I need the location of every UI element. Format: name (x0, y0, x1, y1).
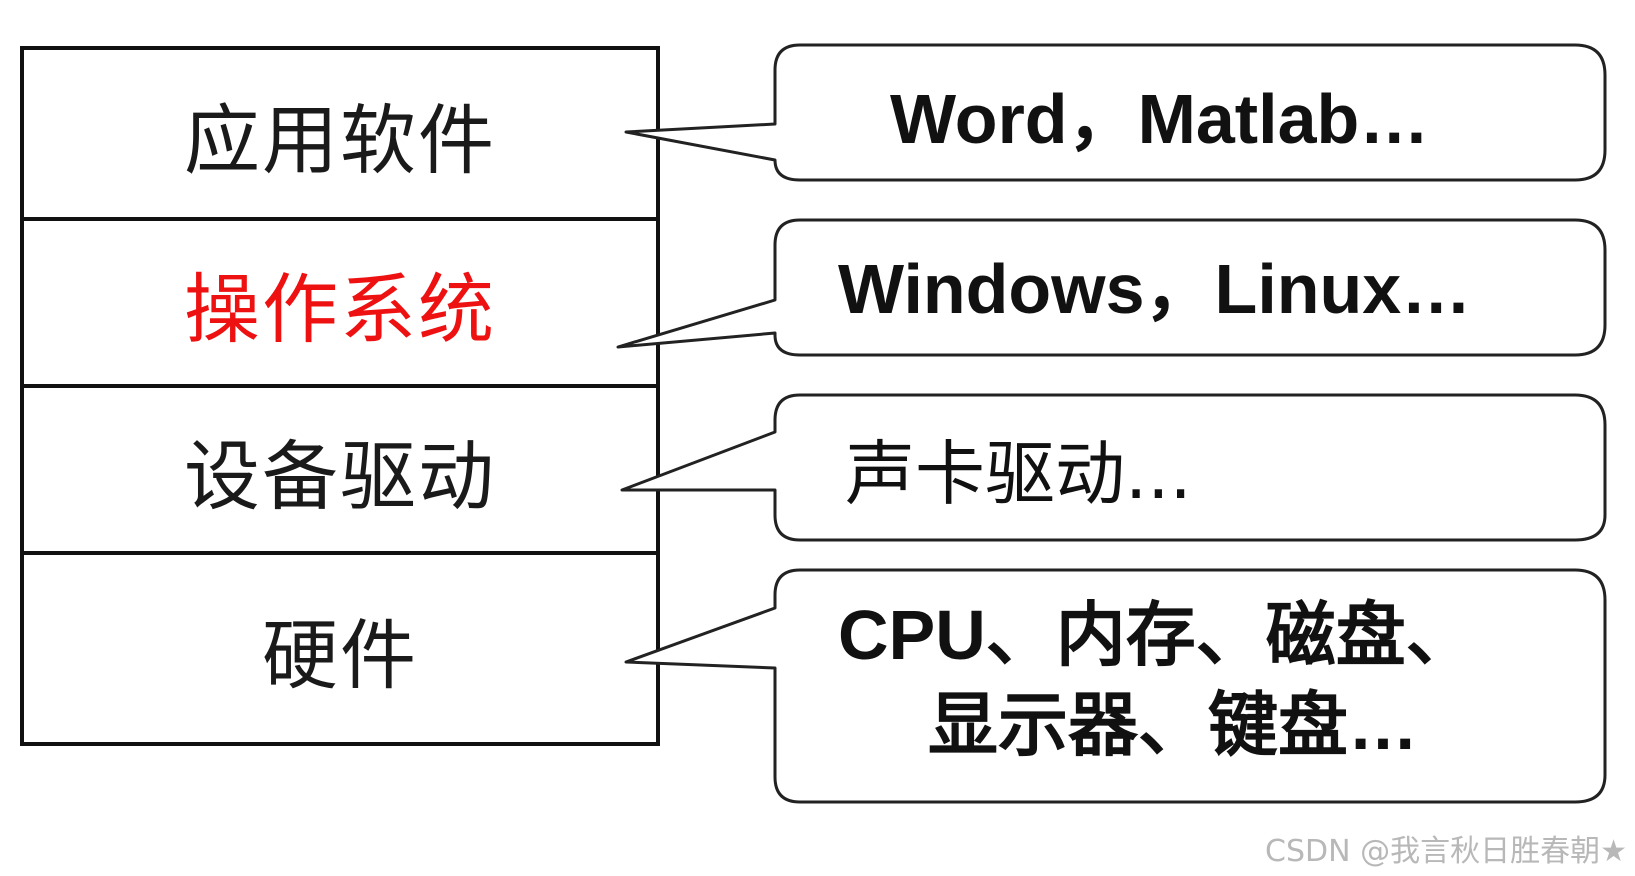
layer-stack: 应用软件 操作系统 设备驱动 硬件 (20, 46, 660, 746)
callout-text-driver: 声卡驱动... (845, 432, 1192, 515)
callout-text-hardware-line1: CPU、内存、磁盘、 (838, 596, 1476, 674)
watermark: CSDN @我言秋日胜春朝★ (1265, 834, 1627, 869)
layer-label-operating-system: 操作系统 (184, 264, 496, 354)
layer-label-device-driver: 设备驱动 (184, 431, 496, 521)
layer-label-hardware: 硬件 (262, 610, 418, 700)
callout-text-hardware: CPU、内存、磁盘、 显示器、键盘… (838, 590, 1578, 770)
callout-text-os: Windows，Linux… (838, 249, 1472, 328)
layer-application-software: 应用软件 (24, 50, 656, 217)
callout-text-hardware-line2: 显示器、键盘… (928, 686, 1418, 764)
layer-device-driver: 设备驱动 (24, 384, 656, 551)
layer-hardware: 硬件 (24, 551, 656, 742)
callout-text-app: Word，Matlab… (890, 79, 1430, 158)
layer-label-application-software: 应用软件 (184, 95, 496, 185)
layer-operating-system: 操作系统 (24, 217, 656, 384)
